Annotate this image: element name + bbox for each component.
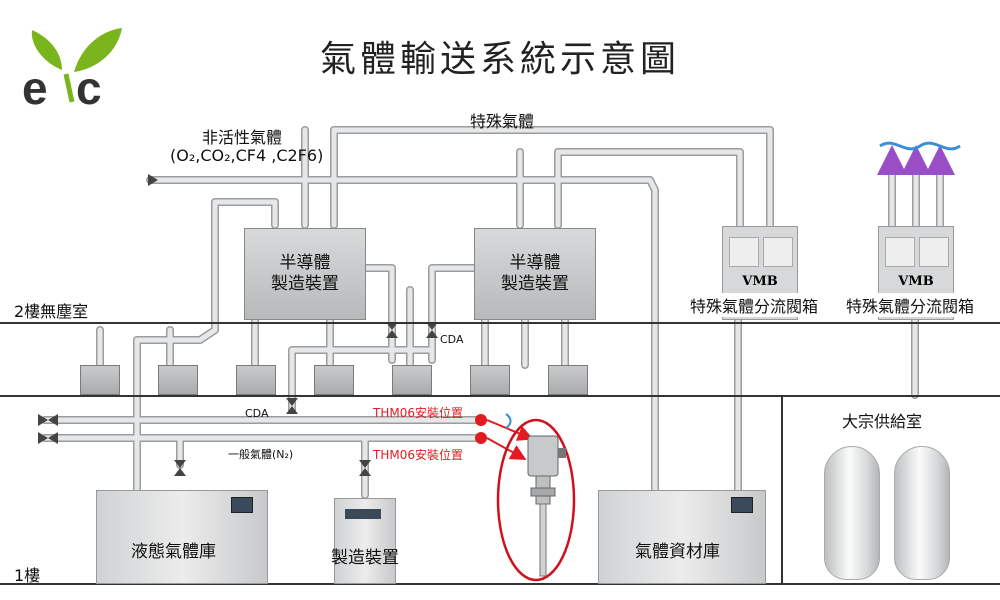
process-unit: [470, 365, 510, 395]
cda-upper-label: CDA: [440, 333, 464, 346]
manufacturing-unit-label: 製造裝置: [331, 548, 399, 568]
cda-lower-label: CDA: [245, 407, 269, 420]
gas-material-store: 氣體資材庫: [598, 490, 766, 584]
process-unit: [158, 365, 198, 395]
logo: e c: [22, 22, 132, 114]
bulk-room-divider: [781, 395, 783, 585]
bulk-tank-left: [824, 446, 880, 580]
vmb-label-left: VMB: [742, 274, 778, 289]
process-unit: [548, 365, 588, 395]
svg-text:e: e: [22, 62, 48, 112]
install-point-label-2: THM06安裝位置: [373, 448, 463, 462]
semi-equipment-left: 半導體 製造裝置: [244, 228, 366, 320]
svg-text:c: c: [76, 62, 102, 112]
floor-label-1f: 1樓: [14, 566, 41, 585]
semi-equipment-right: 半導體 製造裝置: [474, 228, 596, 320]
manufacturing-unit: 製造裝置: [331, 498, 399, 584]
floor-line-ground: [0, 583, 1000, 585]
vmb-caption-right: 特殊氣體分流閥箱: [846, 293, 975, 317]
general-gas-label: 一般氣體(N₂): [228, 448, 294, 461]
inert-gas-formula: (O₂,CO₂,CF4 ,C2F6): [170, 146, 324, 165]
process-unit: [392, 365, 432, 395]
floor-label-bulk: 大宗供給室: [842, 412, 923, 431]
floor-line-2f: [0, 322, 1000, 324]
vmb-caption-left: 特殊氣體分流閥箱: [690, 293, 819, 317]
logo-graphic: e c: [22, 28, 122, 114]
liquid-gas-store-label: 液態氣體庫: [131, 542, 216, 562]
process-unit: [236, 365, 276, 395]
gas-material-store-label: 氣體資材庫: [635, 542, 720, 562]
floor-label-2f: 2樓無塵室: [14, 302, 89, 321]
process-unit: [80, 365, 120, 395]
liquid-gas-store: 液態氣體庫: [96, 490, 268, 584]
vmb-label-right: VMB: [898, 274, 934, 289]
inert-gas-label: 非活性氣體: [202, 128, 283, 147]
special-gas-label: 特殊氣體: [470, 112, 535, 131]
thm06-sensor: [527, 435, 566, 577]
process-unit: [314, 365, 354, 395]
page-title: 氣體輸送系統示意圖: [320, 39, 681, 80]
floor-line-1f: [0, 395, 1000, 397]
install-point-label-1: THM06安裝位置: [373, 406, 463, 420]
bulk-tank-right: [894, 446, 950, 580]
